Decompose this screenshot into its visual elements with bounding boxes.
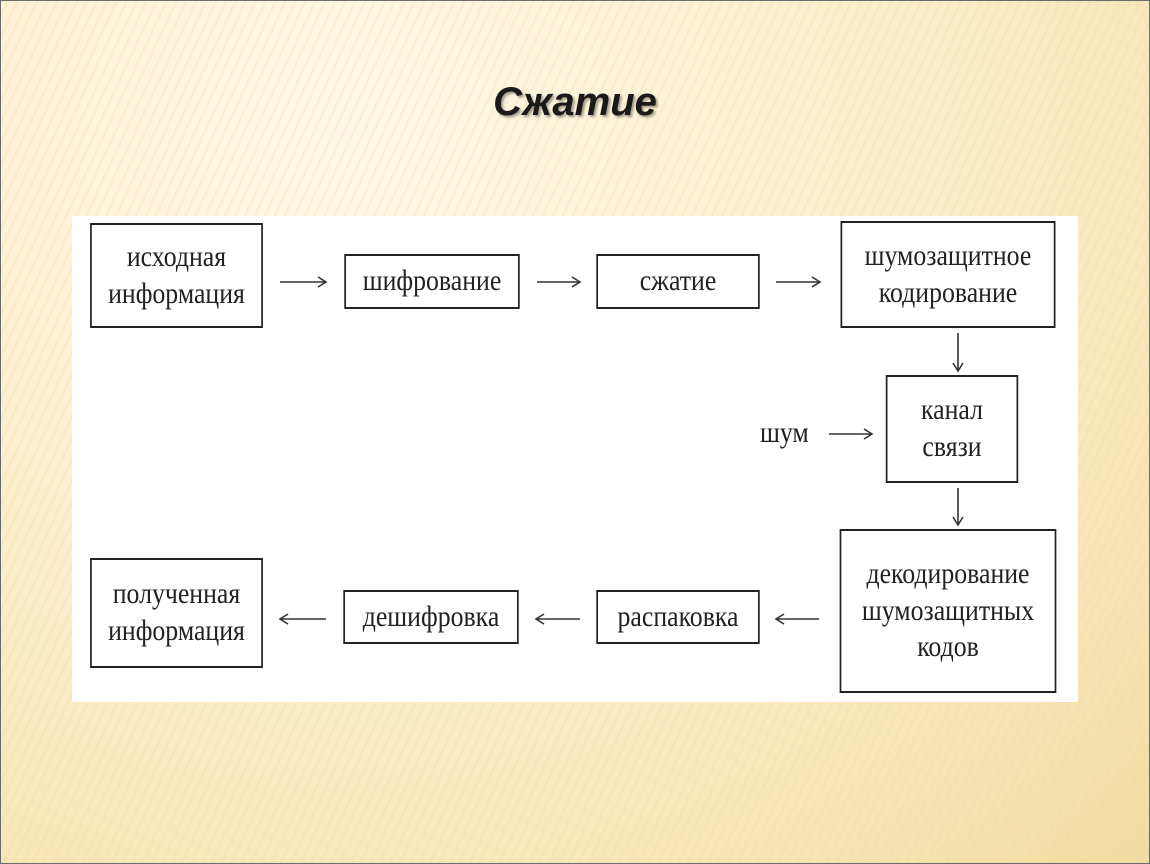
noise-label: шум: [760, 416, 809, 449]
node-decompression: распаковка: [596, 590, 760, 644]
arrows-layer: [278, 276, 964, 625]
node-compression: сжатие: [596, 254, 760, 309]
arrow-noise-to-channel: [829, 428, 874, 440]
arrow-source-to-encryption: [280, 276, 328, 288]
diagram-canvas: исходная информация шифрование сжатие шу…: [72, 216, 1078, 702]
node-encryption: шифрование: [344, 254, 520, 309]
node-noise-decoding-line-2: шумозащитных: [861, 593, 1035, 627]
node-noise-coding-line-2: кодирование: [878, 275, 1018, 309]
node-noise-decoding: декодирование шумозащитных кодов: [839, 529, 1057, 693]
arrow-encryption-to-compression: [537, 276, 582, 288]
node-channel: канал связи: [885, 375, 1019, 483]
arrow-decryption-to-received: [278, 613, 326, 625]
arrow-noise-coding-to-channel: [952, 333, 964, 373]
node-channel-line-1: канал: [921, 393, 983, 427]
node-received-line-2: информация: [108, 614, 245, 647]
node-received-line-1: полученная: [112, 577, 241, 611]
node-channel-line-2: связи: [922, 430, 982, 463]
node-decryption: дешифровка: [343, 590, 519, 644]
node-noise-coding: шумозащитное кодирование: [840, 221, 1056, 328]
node-noise-coding-line-1: шумозащитное: [864, 238, 1032, 272]
node-source-line-1: исходная: [126, 239, 227, 273]
node-noise-decoding-line-1: декодирование: [866, 557, 1030, 591]
arrow-noise-decoding-to-decompression: [774, 613, 819, 625]
node-received: полученная информация: [90, 558, 263, 668]
slide-title: Сжатие: [493, 80, 657, 124]
node-source: исходная информация: [90, 223, 263, 328]
node-source-line-2: информация: [108, 276, 245, 310]
arrow-decompression-to-decryption: [534, 613, 580, 625]
node-noise-decoding-line-3: кодов: [917, 630, 979, 664]
arrow-channel-to-noise-decoding: [952, 488, 964, 527]
arrow-compression-to-noise-coding: [776, 276, 822, 288]
